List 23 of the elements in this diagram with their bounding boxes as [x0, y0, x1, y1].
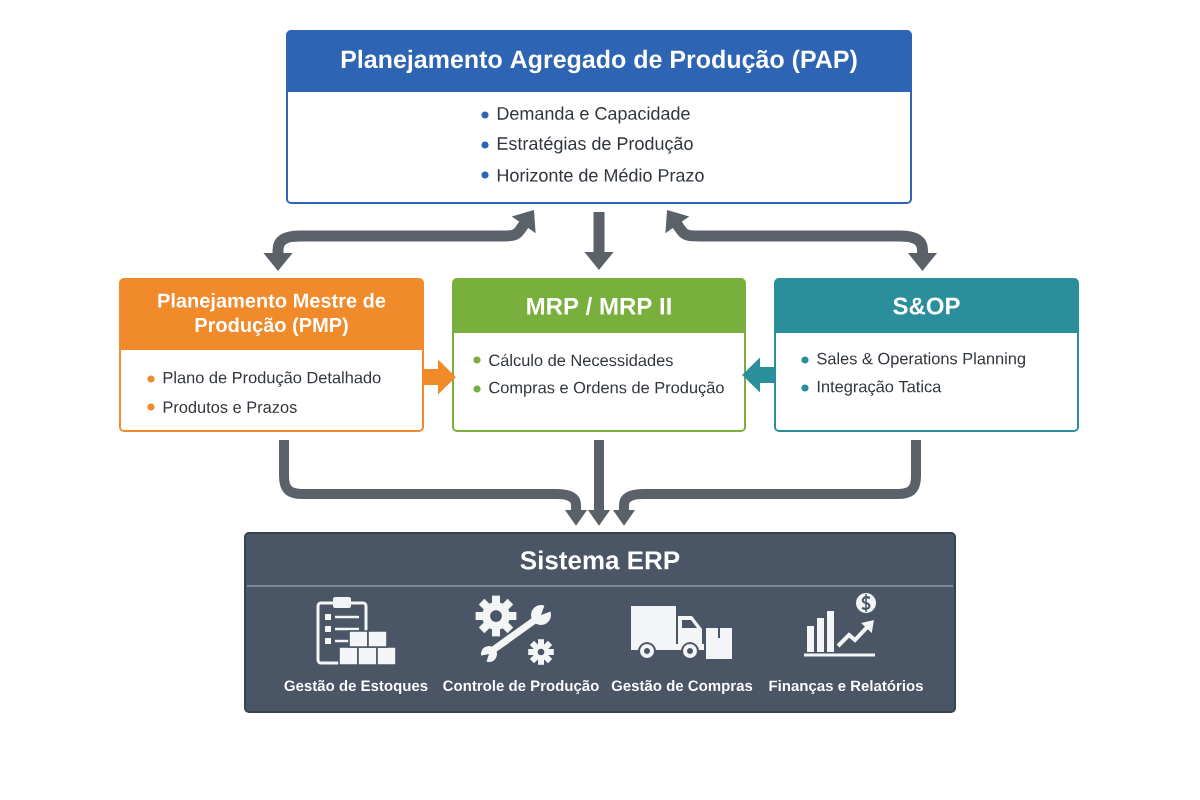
list-item: Compras e Ordens de Produção: [489, 381, 724, 397]
process-box: [774, 278, 1079, 432]
list-item: Horizonte de Médio Prazo: [497, 168, 704, 182]
box-heading: Sistema ERP: [520, 550, 680, 570]
module-label: Gestão de Estoques: [284, 680, 428, 694]
list-item: Estratégias de Produção: [497, 136, 693, 154]
list-item: Plano de Produção Detalhado: [163, 371, 381, 387]
module-label: Finanças e Relatórios: [769, 679, 923, 695]
module-label: Gestão de Compras: [611, 680, 753, 694]
box-heading: Planejamento Agregado de Produção (PAP): [341, 49, 857, 74]
list-item: Cálculo de Necessidades: [489, 353, 673, 367]
box-heading: S&OP: [893, 297, 960, 315]
list-item: Produtos e Prazos: [163, 401, 297, 414]
list-item: Integração Tatica: [817, 380, 942, 396]
box-heading: MRP / MRP II: [527, 297, 671, 315]
box-heading: Planejamento Mestre de Produção (PMP): [158, 293, 386, 336]
process-box: [119, 278, 424, 432]
module-label: Controle de Produção: [443, 680, 599, 694]
list-item: Sales & Operations Planning: [817, 352, 1025, 368]
list-item: Demanda e Capacidade: [497, 106, 690, 124]
process-box: [286, 30, 912, 204]
system-box: [244, 532, 956, 713]
process-box: [452, 278, 746, 432]
